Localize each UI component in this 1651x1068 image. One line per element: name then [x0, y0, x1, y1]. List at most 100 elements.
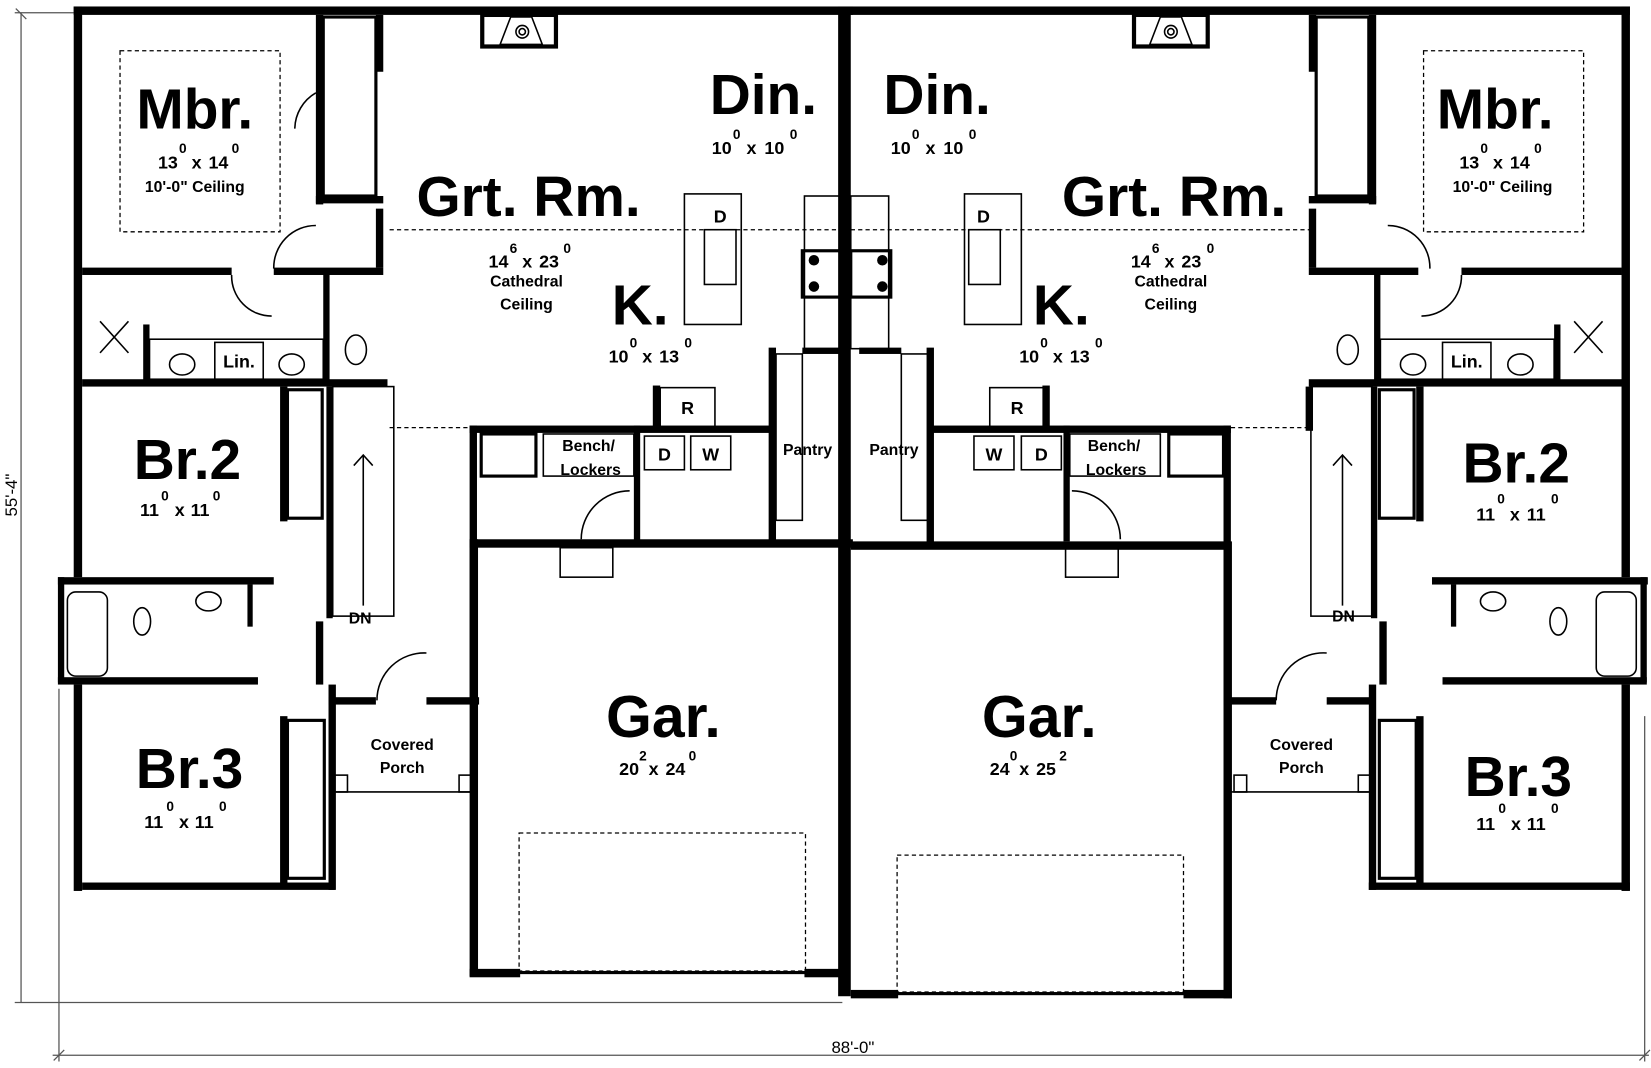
svg-text:0: 0 [1497, 491, 1505, 506]
svg-text:x: x [1053, 346, 1063, 366]
dimension-lines [14, 8, 1651, 1062]
svg-text:0: 0 [232, 141, 240, 156]
room-label-master-bedroom: Mbr. [1437, 79, 1554, 142]
overall-width-label: 88'-0" [831, 1038, 874, 1057]
svg-text:Cathedral: Cathedral [490, 274, 563, 291]
svg-text:14: 14 [489, 252, 509, 272]
svg-text:10: 10 [764, 138, 784, 158]
svg-text:x: x [1165, 252, 1175, 272]
svg-text:23: 23 [1181, 252, 1201, 272]
svg-text:x: x [926, 138, 936, 158]
closet-icon [1377, 718, 1418, 880]
svg-text:0: 0 [1534, 141, 1542, 156]
room-label-dining: Din. [710, 64, 817, 127]
svg-text:x: x [522, 252, 532, 272]
svg-text:0: 0 [1551, 491, 1559, 506]
fireplace-icon [480, 12, 559, 49]
room-size: 13 [158, 153, 178, 173]
svg-text:0: 0 [1095, 336, 1103, 351]
pantry-label: Pantry [869, 442, 918, 459]
svg-text:0: 0 [179, 141, 187, 156]
right-unit-walls [850, 6, 1648, 999]
svg-text:6: 6 [510, 241, 518, 256]
svg-text:6: 6 [1152, 241, 1160, 256]
svg-text:11: 11 [1527, 814, 1546, 834]
svg-text:0: 0 [790, 127, 798, 142]
room-label-garage: Gar. [606, 685, 721, 750]
pantry-label: Pantry [783, 442, 832, 459]
closet-icon [321, 15, 378, 198]
svg-text:x: x [642, 346, 652, 366]
svg-text:2: 2 [1059, 748, 1067, 763]
svg-text:Porch: Porch [1279, 760, 1324, 777]
closet-icon [1314, 15, 1371, 198]
svg-text:0: 0 [1040, 336, 1048, 351]
room-label-kitchen: K. [612, 274, 669, 337]
svg-text:11: 11 [195, 812, 214, 832]
svg-text:10: 10 [943, 138, 963, 158]
svg-text:23: 23 [539, 252, 559, 272]
svg-text:0: 0 [166, 799, 174, 814]
svg-text:13: 13 [659, 346, 679, 366]
svg-text:11: 11 [191, 500, 210, 520]
closet-icon [1377, 388, 1416, 520]
svg-text:x: x [192, 153, 202, 173]
svg-text:x: x [747, 138, 757, 158]
svg-text:0: 0 [1010, 748, 1018, 763]
room-label-bedroom-2: Br.2 [134, 429, 241, 492]
fireplace-icon [1131, 12, 1210, 49]
svg-text:0: 0 [161, 488, 169, 503]
svg-text:x: x [649, 759, 659, 779]
svg-text:13: 13 [1459, 153, 1479, 173]
svg-text:10: 10 [891, 138, 911, 158]
washer-label: W [702, 444, 719, 464]
svg-text:13: 13 [1070, 346, 1090, 366]
svg-text:0: 0 [1498, 801, 1506, 816]
bench-label: Bench/ [1088, 438, 1141, 455]
svg-text:x: x [1511, 814, 1521, 834]
svg-text:x: x [179, 812, 189, 832]
svg-text:0: 0 [213, 488, 221, 503]
dishwasher-label: D [714, 206, 727, 226]
svg-text:x: x [1510, 504, 1520, 524]
svg-text:0: 0 [733, 127, 741, 142]
dishwasher-label: D [977, 206, 990, 226]
svg-text:0: 0 [1480, 141, 1488, 156]
room-label-bedroom-3: Br.3 [1465, 746, 1572, 809]
svg-text:0: 0 [684, 336, 692, 351]
stairs-icon [331, 385, 395, 617]
room-label-great-room: Grt. Rm. [416, 166, 640, 229]
svg-text:25: 25 [1036, 759, 1056, 779]
stairs-down-label: DN [1332, 608, 1355, 625]
porch-label: Covered [1270, 737, 1333, 754]
closet-icon [1167, 432, 1226, 478]
svg-text:11: 11 [144, 812, 163, 832]
svg-text:0: 0 [969, 127, 977, 142]
svg-text:Ceiling: Ceiling [500, 297, 553, 314]
svg-text:Porch: Porch [380, 760, 425, 777]
svg-text:0: 0 [689, 748, 697, 763]
room-label-bedroom-2: Br.2 [1462, 432, 1569, 495]
closet-icon [285, 388, 324, 520]
porch-label: Covered [371, 737, 434, 754]
svg-text:14: 14 [1510, 153, 1530, 173]
svg-text:0: 0 [1551, 801, 1559, 816]
linen-label: Lin. [1451, 352, 1483, 372]
fixtures [66, 12, 1638, 993]
svg-text:11: 11 [140, 500, 159, 520]
svg-text:2: 2 [639, 748, 647, 763]
dryer-label: D [658, 444, 671, 464]
lockers-label: Lockers [1086, 462, 1147, 479]
svg-text:Cathedral: Cathedral [1134, 274, 1207, 291]
left-unit-walls [57, 6, 853, 997]
left-unit-labels: Mbr. 13 0 x 14 0 10'-0" Ceiling Grt. Rm.… [134, 64, 833, 832]
room-label-bedroom-3: Br.3 [136, 738, 243, 801]
svg-text:0: 0 [630, 336, 638, 351]
svg-text:14: 14 [1131, 252, 1151, 272]
ceiling-note: 10'-0" Ceiling [1453, 179, 1553, 196]
dryer-label: D [1035, 444, 1048, 464]
room-label-kitchen: K. [1033, 274, 1090, 337]
svg-text:24: 24 [990, 759, 1010, 779]
svg-text:20: 20 [619, 759, 639, 779]
